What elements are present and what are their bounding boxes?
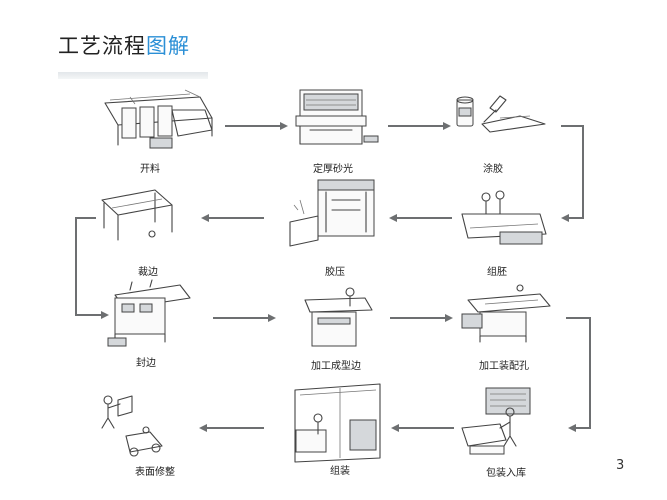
step-label: 表面修整 <box>135 465 175 478</box>
edge-banding-machine-sketch-icon <box>107 279 191 347</box>
step-label: 封边 <box>136 356 156 369</box>
hot-press-sketch-icon <box>289 179 375 247</box>
title-main-text: 工艺流程 <box>58 34 146 58</box>
flow-arrows <box>75 122 591 432</box>
step-label: 包装入库 <box>486 466 526 479</box>
panel-saw-sketch-icon <box>104 89 213 149</box>
step-gluing: 涂胶 <box>456 95 546 175</box>
title-underline <box>58 72 208 79</box>
step-assembly: 组装 <box>294 383 381 477</box>
title-highlight-text: 图解 <box>146 34 190 58</box>
step-label: 开料 <box>140 162 160 175</box>
arrow-drilling-to-packing <box>566 317 591 432</box>
step-sanding: 定厚砂光 <box>295 89 379 175</box>
packing-worker-sketch-icon <box>461 387 531 455</box>
arrow-trimming-to-banding <box>75 217 109 319</box>
step-drilling-holes: 加工装配孔 <box>461 284 551 372</box>
trimming-table-sketch-icon <box>101 189 173 241</box>
step-surface-finishing: 表面修整 <box>101 395 175 478</box>
step-edge-banding: 封边 <box>107 279 191 369</box>
step-label: 加工装配孔 <box>479 359 529 372</box>
page-number: 3 <box>616 458 625 473</box>
step-assembling-blank: 组胚 <box>461 190 547 278</box>
step-label: 裁边 <box>138 265 158 278</box>
glue-roller-sketch-icon <box>456 95 546 133</box>
step-label: 加工成型边 <box>311 359 361 372</box>
step-label: 组装 <box>330 464 350 477</box>
step-trimming: 裁边 <box>101 189 173 278</box>
arrow-gluing-to-blank <box>561 125 584 222</box>
step-cutting: 开料 <box>104 89 213 175</box>
step-shaping-edge: 加工成型边 <box>304 287 373 372</box>
step-label: 组胚 <box>487 265 507 278</box>
shaper-machine-sketch-icon <box>304 287 373 347</box>
step-label: 胶压 <box>325 265 345 278</box>
step-packing-storage: 包装入库 <box>461 387 531 479</box>
step-label: 涂胶 <box>483 162 503 175</box>
step-pressing: 胶压 <box>289 179 375 278</box>
assembly-room-sketch-icon <box>294 383 381 463</box>
page-title: 工艺流程图解 <box>58 30 190 60</box>
step-label: 定厚砂光 <box>313 162 353 175</box>
finishing-worker-sketch-icon <box>101 395 163 457</box>
drilling-machine-sketch-icon <box>461 284 551 343</box>
assembly-worker-sketch-icon <box>461 190 547 245</box>
sanding-machine-sketch-icon <box>295 89 379 145</box>
